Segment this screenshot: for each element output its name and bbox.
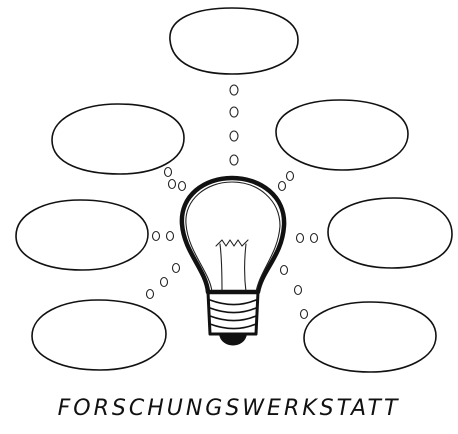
thought-bubble-middle-left — [16, 200, 148, 270]
dot — [287, 172, 294, 181]
dot — [281, 266, 288, 275]
bulb-base-thread — [210, 324, 256, 329]
dot — [297, 234, 304, 243]
bulb-filament-stem-left — [220, 244, 222, 292]
bulb-base-thread — [210, 308, 256, 313]
dot — [147, 290, 154, 299]
dot — [161, 278, 168, 287]
dot — [173, 264, 180, 273]
dot — [153, 232, 160, 241]
dot — [179, 182, 186, 191]
thought-bubbles — [16, 8, 452, 372]
dot — [301, 310, 308, 319]
thought-bubble-lower-left — [32, 300, 166, 370]
bulb-base-thread — [210, 316, 256, 321]
caption-title: FORSCHUNGSWERKSTATT — [0, 396, 458, 421]
dot — [169, 180, 176, 189]
thought-bubble-upper-right — [276, 100, 408, 170]
thought-bubble-lower-right — [304, 302, 436, 372]
dot — [230, 107, 238, 117]
dot — [230, 131, 238, 141]
dot — [279, 182, 286, 191]
bulb-base-thread — [210, 300, 256, 305]
thought-bubble-upper-left — [52, 104, 184, 174]
lightbulb-icon — [182, 178, 284, 345]
dot — [295, 286, 302, 295]
bulb-filament — [216, 240, 248, 246]
dot — [165, 168, 172, 177]
bulb-tip — [220, 334, 246, 345]
bulb-filament-stem-right — [245, 244, 247, 292]
thought-bubble-top — [170, 8, 298, 74]
dot — [167, 232, 174, 241]
dot — [230, 155, 238, 165]
dot — [230, 85, 238, 95]
dot — [311, 234, 318, 243]
connector-dots — [147, 85, 318, 319]
thought-bubble-middle-right — [328, 198, 452, 268]
